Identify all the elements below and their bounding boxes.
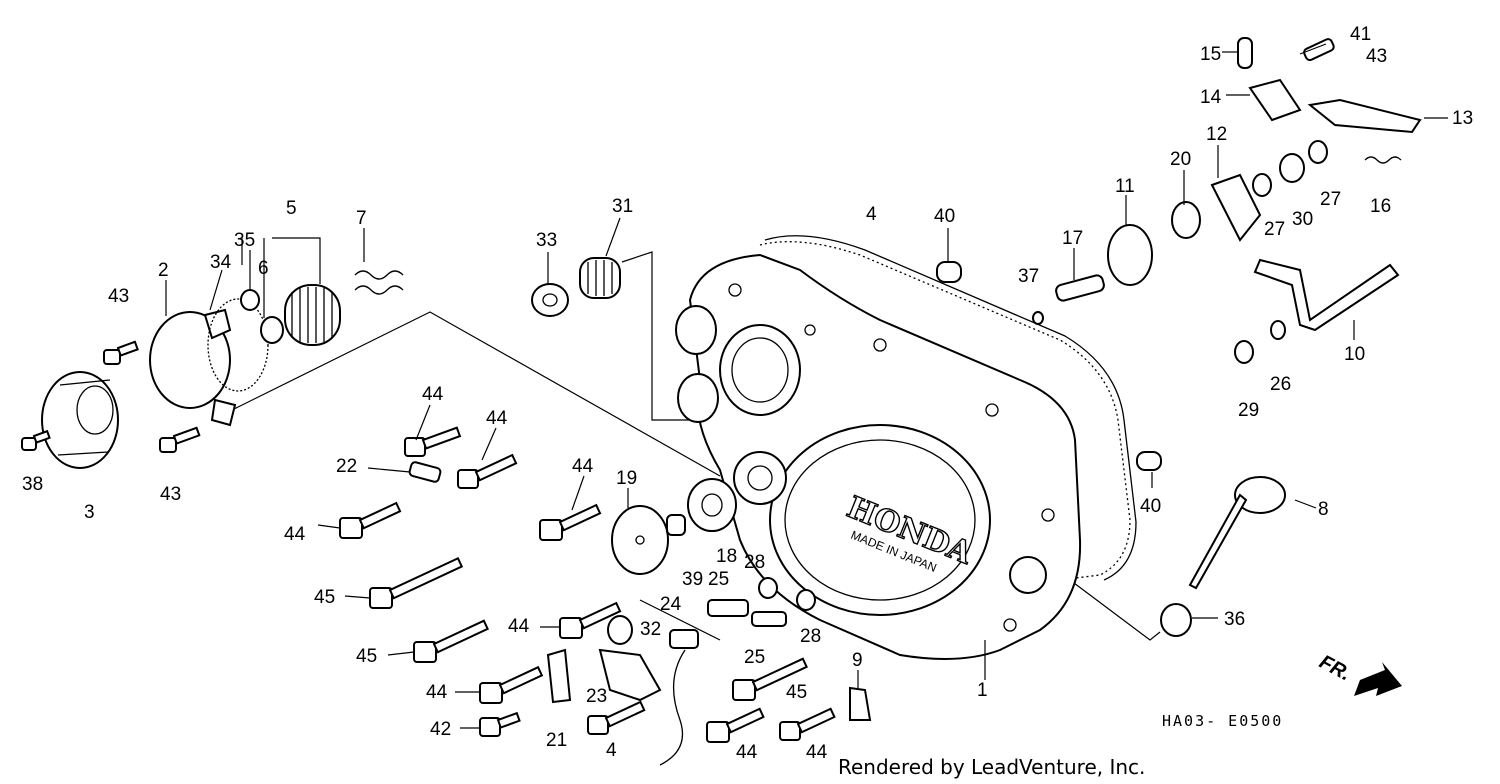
bolt xyxy=(706,707,765,743)
callout-label: 35 xyxy=(234,230,255,251)
callout-label: 27 xyxy=(1320,189,1341,210)
callout-label: 6 xyxy=(258,258,269,279)
callout-label: 27 xyxy=(1264,219,1285,240)
callout-label: 10 xyxy=(1344,344,1365,365)
callout-label: 11 xyxy=(1115,176,1135,197)
assembly-leaders xyxy=(227,251,1161,641)
callout-leaders xyxy=(165,43,1448,729)
callout-label: 37 xyxy=(1018,266,1039,287)
bolt xyxy=(339,501,402,539)
bolts xyxy=(21,340,836,743)
callout-label: 44 xyxy=(486,408,508,429)
callout-label: 9 xyxy=(852,650,863,671)
bolt xyxy=(779,707,836,741)
dipstick xyxy=(1160,476,1286,637)
callout-label: 2 xyxy=(158,260,169,281)
callout-label: 41 xyxy=(1350,24,1371,45)
bolt xyxy=(539,503,602,541)
callout-label: 44 xyxy=(736,742,758,763)
callout-label: 33 xyxy=(536,230,557,251)
callout-label: 26 xyxy=(1270,374,1291,395)
callout-label: 44 xyxy=(572,456,594,477)
callout-label: 31 xyxy=(612,196,633,217)
callout-label: 3 xyxy=(84,502,95,523)
render-credit: Rendered by LeadVenture, Inc. xyxy=(838,755,1145,779)
callout-numbers: 15 41 43 14 13 12 20 16 27 27 30 11 17 3… xyxy=(22,24,1473,763)
callout-label: 24 xyxy=(660,594,682,615)
bolt xyxy=(369,556,464,609)
right-crankcase-cover: HONDA MADE IN JAPAN xyxy=(675,253,1082,660)
bolt xyxy=(732,657,808,701)
callout-label: 4 xyxy=(606,740,617,761)
front-direction-marker: FR. xyxy=(1316,651,1402,696)
clutch-lifter-group xyxy=(936,37,1422,471)
callout-label: 28 xyxy=(744,552,765,573)
bolt xyxy=(404,426,462,457)
callout-label: 23 xyxy=(586,686,607,707)
callout-label: 43 xyxy=(160,484,181,505)
callout-label: 18 xyxy=(716,546,737,567)
bolt xyxy=(21,429,51,451)
callout-label: 44 xyxy=(508,616,530,637)
callout-label: 40 xyxy=(934,206,955,227)
bolt xyxy=(587,700,646,735)
callout-label: 8 xyxy=(1318,499,1329,520)
callout-label: 44 xyxy=(284,524,306,545)
callout-label: 25 xyxy=(708,569,729,590)
callout-label: 16 xyxy=(1370,196,1391,217)
caps-and-sensors xyxy=(408,461,872,766)
bolt xyxy=(103,340,139,365)
callout-label: 39 xyxy=(682,569,703,590)
bolt xyxy=(559,601,622,639)
callout-label: 20 xyxy=(1170,149,1191,170)
callout-label: 19 xyxy=(616,468,637,489)
front-arrow-icon xyxy=(1354,662,1402,696)
callout-label: 44 xyxy=(426,682,448,703)
callout-label: 38 xyxy=(22,474,43,495)
callout-label: 44 xyxy=(806,742,828,763)
callout-label: 44 xyxy=(422,384,444,405)
callout-label: 7 xyxy=(356,208,367,229)
callout-label: 40 xyxy=(1140,496,1161,517)
callout-label: 17 xyxy=(1062,228,1083,249)
bolt xyxy=(479,711,521,737)
bearings xyxy=(531,257,621,317)
callout-label: 29 xyxy=(1238,400,1259,421)
callout-label: 13 xyxy=(1452,108,1473,129)
callout-label: 12 xyxy=(1206,124,1227,145)
bolt xyxy=(159,426,201,453)
callout-label: 34 xyxy=(210,252,232,273)
bolt xyxy=(413,619,489,663)
bolt xyxy=(457,453,518,489)
callout-label: 45 xyxy=(786,682,807,703)
callout-label: 5 xyxy=(286,198,297,219)
callout-label: 1 xyxy=(977,680,988,701)
callout-label: 43 xyxy=(108,286,129,307)
callout-label: 42 xyxy=(430,719,451,740)
callout-label: 28 xyxy=(800,626,821,647)
callout-label: 32 xyxy=(640,619,661,640)
callout-label: 25 xyxy=(744,647,765,668)
callout-label: 36 xyxy=(1224,609,1245,630)
callout-label: 4 xyxy=(866,204,877,225)
callout-label: 30 xyxy=(1292,209,1313,230)
diagram-code: HA03- E0500 xyxy=(1162,712,1283,730)
callout-label: 21 xyxy=(546,730,567,751)
callout-label: 22 xyxy=(336,456,357,477)
callout-label: 45 xyxy=(314,587,335,608)
front-marker-label: FR. xyxy=(1316,651,1355,686)
cover-gasket xyxy=(759,241,1131,581)
callout-label: 14 xyxy=(1200,87,1222,108)
callout-label: 15 xyxy=(1200,44,1221,65)
bolt xyxy=(479,665,544,704)
callout-label: 43 xyxy=(1366,46,1387,67)
oil-filter-group xyxy=(41,270,404,469)
callout-label: 45 xyxy=(356,646,377,667)
